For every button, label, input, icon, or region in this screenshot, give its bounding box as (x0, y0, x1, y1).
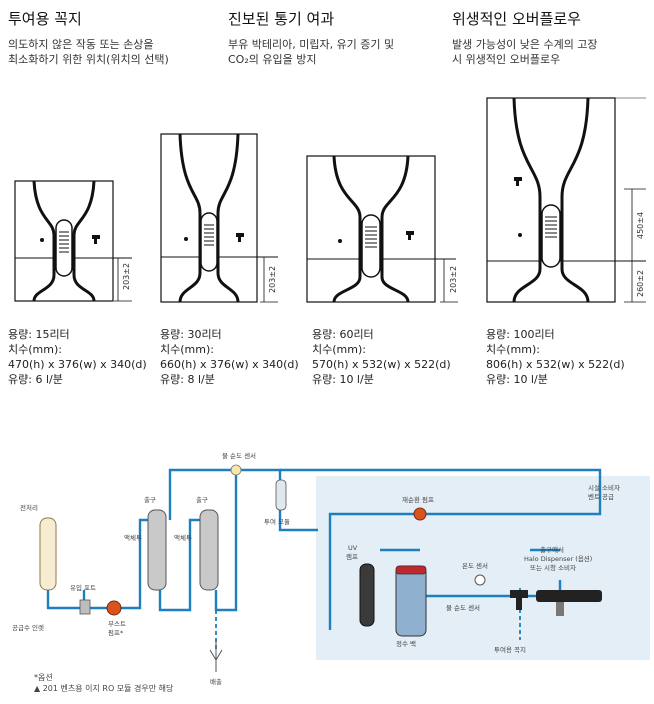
diagram-label: 재순환 펌프 (402, 495, 434, 504)
tank-dimension-label: 260±2 (636, 270, 645, 297)
spec-line: 용량: 100리터 (486, 328, 555, 341)
diagram-label: 출구 (144, 495, 156, 504)
diagram-label: 출구에서 (540, 545, 564, 554)
feature-title: 위생적인 오버플로우 (452, 10, 581, 28)
spec-line: 치수(mm): (486, 343, 540, 356)
diagram-label: 물 순도 센서 (446, 603, 480, 612)
diagram-label: 공급수 인렛 (12, 623, 44, 632)
diagram-label: 액체투 (174, 534, 192, 542)
diagram-label: Halo Dispenser (옵션) (524, 554, 592, 563)
spec-line: 806(h) x 532(w) x 522(d) (486, 358, 625, 371)
diagram-label: 물 순도 센서 (222, 451, 256, 460)
feature-desc-line: 최소화하기 위한 위치(위치의 선택) (8, 53, 169, 66)
diagram-label: 투여용 꼭지 (494, 645, 526, 654)
feature-desc-line: CO₂의 유입을 방지 (228, 53, 317, 66)
diagram-label: 정수 백 (396, 639, 416, 648)
diagram-label: 부스트 (108, 620, 126, 628)
tank-dimension-label: 203±2 (122, 263, 131, 290)
spec-line: 660(h) x 376(w) x 340(d) (160, 358, 299, 371)
tank-30l-specs: 용량: 30리터 치수(mm): 660(h) x 376(w) x 340(d… (160, 327, 299, 387)
tank-15l-specs: 용량: 15리터 치수(mm): 470(h) x 376(w) x 340(d… (8, 327, 147, 387)
tank-15l-illustration: 203±2 (14, 180, 156, 302)
diagram-label: 벤트 공급 (588, 492, 614, 501)
feature-desc-line: 발생 가능성이 낮은 수계의 고장 (452, 38, 598, 51)
diagram-label: UV (348, 544, 358, 552)
feature-title: 투여용 꼭지 (8, 10, 82, 28)
tank-30l-illustration: 203±2 (160, 133, 300, 303)
tank-100l-illustration: 450±4 260±2 (486, 97, 650, 303)
diagram-label: 출구 (196, 495, 208, 504)
spec-line: 유량: 8 l/분 (160, 373, 215, 386)
diagram-label: 액체투 (124, 534, 142, 542)
tank-100l-specs: 용량: 100리터 치수(mm): 806(h) x 532(w) x 522(… (486, 327, 625, 387)
footnote-line: ▲ 201 벤츠용 이지 RO 모듈 경우만 해당 (34, 684, 174, 693)
diagram-label: 또는 시청 소비자 (530, 563, 576, 572)
feature-vent-filter: 진보된 통기 여과 부유 박테리아, 미립자, 유기 증기 및 CO₂의 유입을… (228, 8, 394, 67)
spec-line: 570(h) x 532(w) x 522(d) (312, 358, 451, 371)
feature-desc-line: 의도하지 않은 작동 또는 손상을 (8, 38, 154, 51)
tank-dimension-label: 450±4 (636, 212, 645, 239)
feature-dispense-tap: 투여용 꼭지 의도하지 않은 작동 또는 손상을 최소화하기 위한 위치(위치의… (8, 8, 169, 67)
tank-dimension-label: 203±2 (449, 266, 458, 293)
diagram-footnotes: *옵션 ▲ 201 벤츠용 이지 RO 모듈 경우만 해당 (34, 672, 173, 694)
spec-line: 유량: 10 l/분 (312, 373, 374, 386)
diagram-label: 배출 (210, 677, 222, 686)
diagram-label: 유입 포트 (70, 584, 96, 592)
spec-line: 치수(mm): (312, 343, 366, 356)
feature-title: 진보된 통기 여과 (228, 10, 335, 28)
spec-line: 유량: 10 l/분 (486, 373, 548, 386)
feature-overflow: 위생적인 오버플로우 발생 가능성이 낮은 수계의 고장 시 위생적인 오버플로… (452, 8, 598, 67)
diagram-label: 투여 모듈 (264, 517, 290, 526)
spec-line: 용량: 15리터 (8, 328, 70, 341)
feature-desc-line: 시 위생적인 오버플로우 (452, 53, 561, 66)
diagram-label: 시설 소비자 (588, 483, 620, 492)
diagram-label: 램프 (346, 553, 358, 561)
feature-desc-line: 부유 박테리아, 미립자, 유기 증기 및 (228, 38, 395, 51)
spec-line: 치수(mm): (160, 343, 214, 356)
tank-dimension-label: 203±2 (268, 266, 277, 293)
flow-diagram: 전처리 공급수 인렛 유입 포트 부스트 펌프* 출구 액체투 출구 액체투 배… (0, 440, 654, 704)
spec-line: 용량: 60리터 (312, 328, 374, 341)
spec-line: 용량: 30리터 (160, 328, 222, 341)
diagram-label: 온도 센서 (462, 561, 488, 570)
tank-60l-specs: 용량: 60리터 치수(mm): 570(h) x 532(w) x 522(d… (312, 327, 451, 387)
footnote-line: *옵션 (34, 673, 53, 682)
spec-line: 470(h) x 376(w) x 340(d) (8, 358, 147, 371)
spec-line: 유량: 6 l/분 (8, 373, 63, 386)
tank-60l-illustration: 203±2 (306, 155, 476, 303)
diagram-label: 펌프* (108, 629, 124, 637)
spec-line: 치수(mm): (8, 343, 62, 356)
diagram-label: 전처리 (20, 503, 38, 512)
